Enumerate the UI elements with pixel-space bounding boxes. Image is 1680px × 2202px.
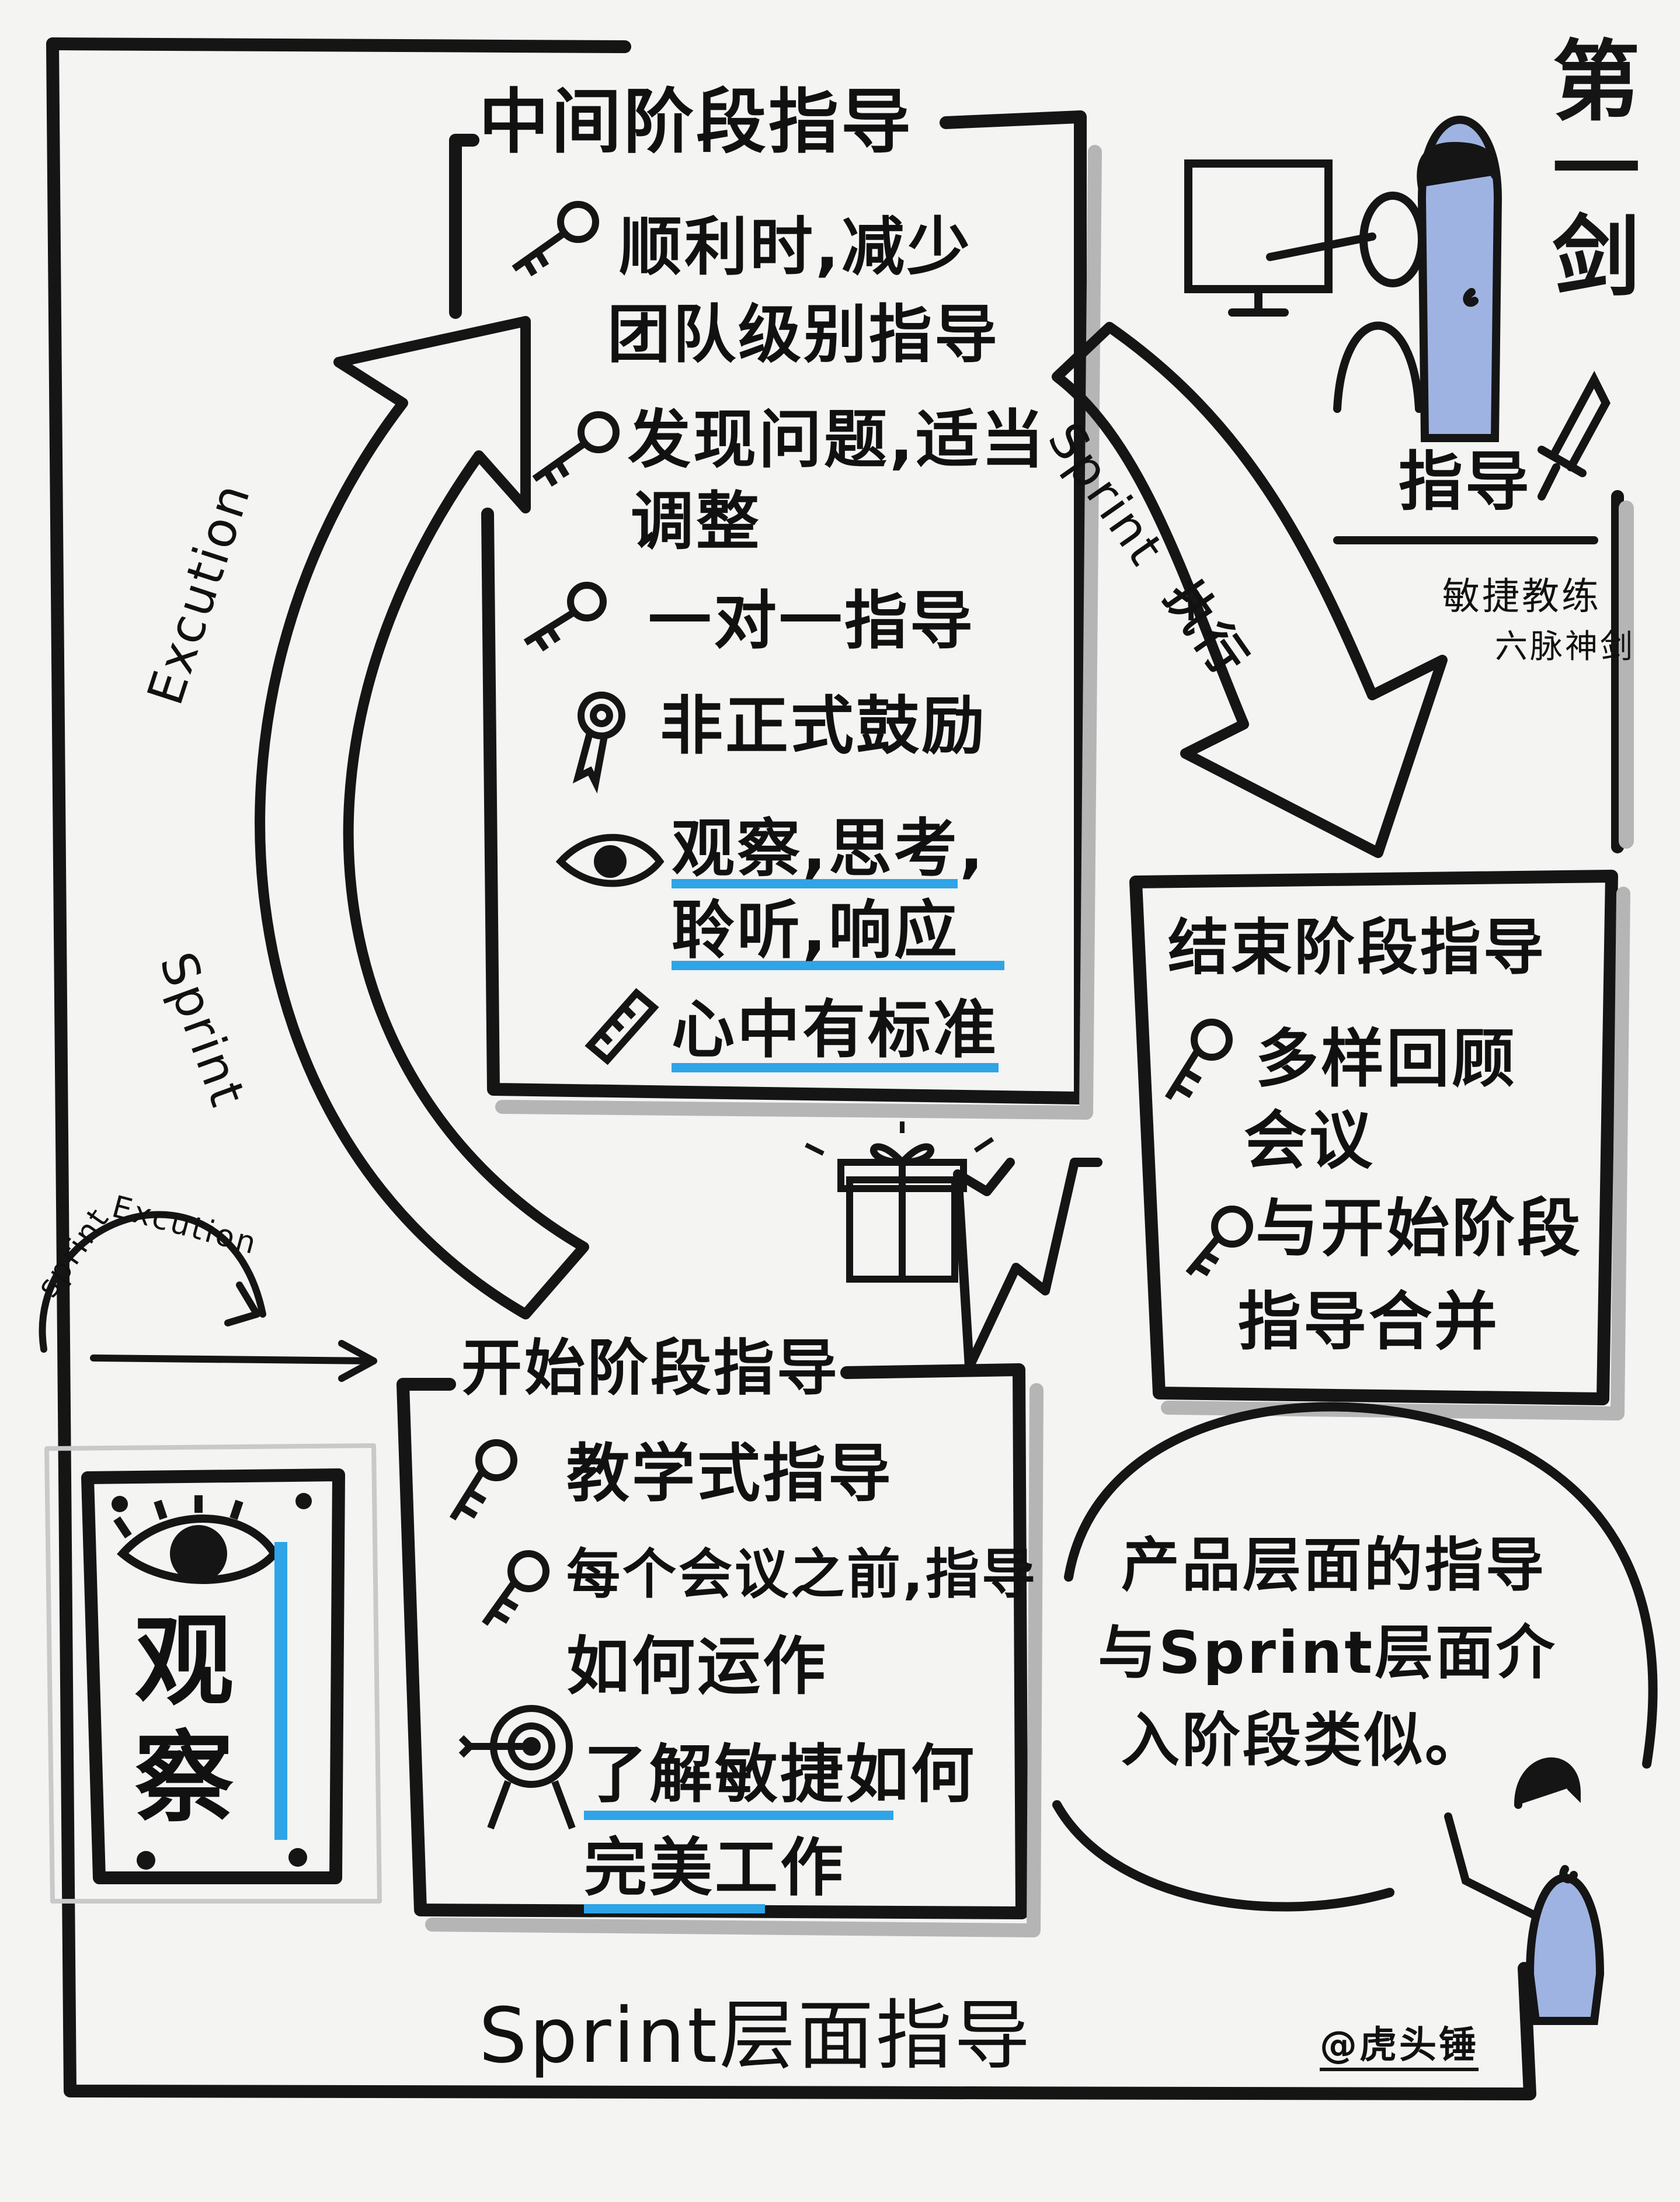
end-item-1-line-2: 会议	[1244, 1105, 1375, 1178]
middle-stage-title: 中间阶段指导	[479, 82, 913, 163]
highlight-observe	[672, 879, 958, 888]
footer-title: Sprint层面指导	[479, 1991, 1032, 2080]
highlight-standard	[672, 1063, 999, 1072]
highlight-listen	[672, 961, 1004, 970]
middle-item-4-line-1: 非正式鼓励	[660, 690, 987, 763]
key-icon	[449, 1439, 517, 1521]
start-item-2-line-1: 每个会议之前,指导	[566, 1543, 1038, 1606]
target-icon	[458, 1705, 576, 1830]
big-eye-icon	[113, 1495, 280, 1584]
start-item-3-line-2: 完美工作	[584, 1832, 846, 1905]
product-note-line-3: 入阶段类似。	[1121, 1706, 1486, 1774]
middle-box-shadow	[495, 145, 1102, 1120]
observe-char-1: 观	[134, 1604, 236, 1720]
middle-item-2-line-2: 调整	[631, 485, 762, 558]
key-icon	[1185, 1206, 1253, 1277]
middle-item-6-line-1: 心中有标准	[672, 994, 999, 1067]
middle-item-3-line-1: 一对一指导	[648, 585, 976, 658]
start-stage-title: 开始阶段指导	[461, 1332, 840, 1404]
highlight-agile	[584, 1811, 893, 1820]
left-curved-arrow	[255, 316, 589, 1319]
start-item-3-line-1: 了解敏捷如何	[584, 1738, 977, 1811]
end-to-start-arrow	[953, 1158, 1102, 1371]
ruler-icon	[585, 988, 659, 1065]
start-item-2-line-2: 如何运作	[566, 1630, 829, 1703]
key-icon	[482, 1550, 549, 1626]
gift-icon	[805, 1121, 994, 1283]
observe-card-shadow	[44, 1443, 382, 1904]
observe-highlight	[274, 1542, 287, 1840]
right-curved-arrow	[1052, 322, 1448, 858]
highlight-perfect	[584, 1904, 765, 1913]
end-box-frame	[1129, 870, 1618, 1405]
observe-char-2: 察	[134, 1721, 236, 1836]
corner-title-char: 第	[1538, 35, 1639, 123]
outer-frame	[46, 37, 1536, 2100]
product-arc-top	[1064, 1402, 1658, 1769]
start-item-icons	[449, 1439, 576, 1830]
corner-title: 第一剑	[1536, 35, 1641, 298]
middle-item-1-line-1: 顺利时,减少	[619, 211, 973, 284]
key-icon	[1164, 1019, 1233, 1100]
sword-icon	[1538, 370, 1611, 501]
product-note-line-2: 与Sprint层面介	[1098, 1618, 1557, 1687]
product-arc-bottom	[1052, 1800, 1394, 1912]
small-loop-to-start-arrow	[90, 1340, 377, 1382]
middle-item-5-line-1: 观察,思考,	[672, 812, 986, 885]
eye-icon	[555, 833, 665, 887]
start-box-shadow	[425, 1383, 1044, 1937]
observe-card-frame	[81, 1468, 345, 1884]
end-item-1-line-1: 多样回顾	[1255, 1023, 1518, 1096]
start-item-1-line-1: 教学式指导	[566, 1437, 894, 1510]
signature: @虎头锤	[1320, 2027, 1479, 2071]
middle-item-1-line-2: 团队级别指导	[607, 298, 1000, 371]
small-loop-arrow	[39, 1211, 266, 1353]
middle-item-2-line-1: 发现问题,适当	[628, 404, 1047, 477]
corner-subtitle-1: 敏捷教练	[1442, 575, 1601, 619]
end-stage-title: 结束阶段指导	[1168, 912, 1547, 983]
key-icon	[512, 201, 599, 277]
end-item-icons	[1164, 1019, 1253, 1277]
ribbon-medal-icon	[572, 692, 625, 794]
coach-figure	[1444, 1757, 1605, 2025]
start-box-frame	[396, 1363, 1028, 1919]
product-note-line-1: 产品层面的指导	[1121, 1531, 1546, 1599]
key-icon	[523, 582, 607, 652]
end-item-2-line-2: 指导合并	[1238, 1286, 1500, 1359]
corner-subtitle-2: 六脉神剑	[1495, 628, 1635, 666]
coaching-illustration	[1184, 116, 1611, 501]
middle-item-5-line-2: 聆听,响应	[672, 894, 960, 967]
middle-item-icons	[512, 201, 665, 1065]
corner-title-char: 一	[1538, 123, 1639, 210]
corner-title-char: 剑	[1538, 210, 1639, 298]
illustration-label: 指导	[1399, 444, 1532, 519]
key-icon	[532, 411, 620, 487]
end-item-2-line-1: 与开始阶段	[1255, 1192, 1583, 1265]
